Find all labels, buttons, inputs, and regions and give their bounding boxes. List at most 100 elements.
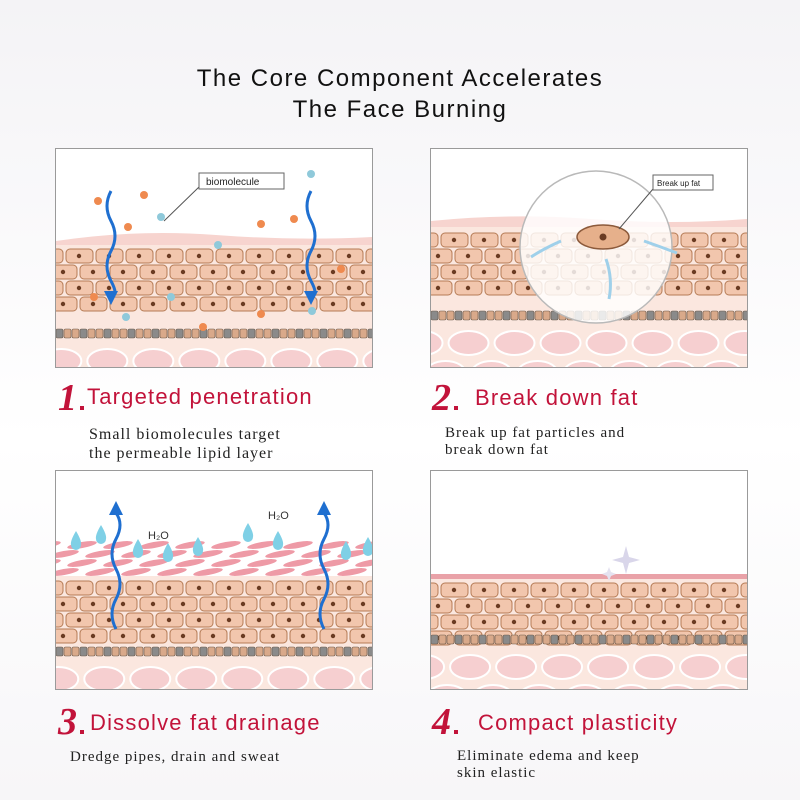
cell-nucleus [76, 253, 82, 259]
cell-nucleus [270, 269, 276, 275]
cell-nucleus [90, 301, 96, 307]
cell-nucleus [346, 253, 352, 259]
cell-nucleus [256, 617, 262, 623]
step-heading-3: Dissolve fat drainage [90, 710, 321, 735]
cell-nucleus [465, 603, 471, 609]
step-desc-3: Dredge pipes, drain and sweat [70, 749, 281, 765]
scale-cell [301, 550, 331, 558]
skin-cell [431, 614, 439, 630]
basal-cell [462, 310, 471, 321]
basal-cell [71, 328, 80, 339]
basal-cell [183, 328, 192, 339]
step-number-3: 3 [58, 703, 84, 741]
basal-cell [191, 646, 200, 657]
basal-cell [303, 328, 312, 339]
cell-nucleus [675, 603, 681, 609]
cell-nucleus [240, 633, 246, 639]
fat-tissue [56, 348, 83, 367]
basal-cell [646, 310, 655, 321]
basal-cell [494, 634, 503, 645]
basal-cell [327, 328, 336, 339]
fat-tissue [725, 654, 747, 680]
basal-cell [255, 328, 264, 339]
water-droplet-icon [242, 523, 254, 542]
cell-nucleus [270, 301, 276, 307]
scale-cell [265, 568, 295, 576]
fat-tissue [431, 684, 464, 689]
cell-nucleus [196, 585, 202, 591]
cell-nucleus [451, 619, 457, 625]
basal-cell [446, 310, 455, 321]
fat-tissue [585, 330, 628, 356]
skin-cell [431, 280, 453, 296]
basal-cell [622, 634, 631, 645]
basal-cell [271, 646, 280, 657]
basal-cell [726, 310, 735, 321]
fat-tissue [221, 666, 264, 689]
basal-cell [87, 646, 96, 657]
cell-nucleus [481, 269, 487, 275]
cell-nucleus [60, 601, 66, 607]
cell-nucleus [555, 603, 561, 609]
basal-cell [71, 646, 80, 657]
basal-cell [263, 646, 272, 657]
fat-tissue [706, 684, 740, 689]
cell-nucleus [120, 633, 126, 639]
cell-nucleus [525, 285, 531, 291]
scale-cell [283, 541, 313, 549]
basal-cell [127, 646, 136, 657]
basal-cell [295, 328, 304, 339]
cell-nucleus [705, 253, 711, 259]
cell-nucleus [300, 269, 306, 275]
basal-cell [231, 646, 240, 657]
cell-nucleus [691, 587, 697, 593]
basal-cell [287, 328, 296, 339]
cell-nucleus [721, 619, 727, 625]
cell-nucleus [76, 585, 82, 591]
skin-cell [56, 580, 64, 596]
skin-cell [56, 280, 64, 296]
basal-cell [654, 310, 663, 321]
magnifier-circle-icon [519, 170, 678, 324]
basal-cell [534, 634, 543, 645]
cell-nucleus [300, 301, 306, 307]
fat-tissue [660, 684, 694, 689]
cell-nucleus [180, 269, 186, 275]
basal-cell [79, 328, 88, 339]
cell-nucleus [196, 253, 202, 259]
cell-nucleus [180, 633, 186, 639]
basal-cell [438, 310, 447, 321]
cell-nucleus [136, 285, 142, 291]
basal-cell [526, 310, 535, 321]
scale-cell [193, 568, 223, 576]
basal-cell [223, 646, 232, 657]
basal-cell [215, 328, 224, 339]
fat-tissue [495, 654, 538, 680]
fat-tissue [449, 654, 492, 680]
fat-tissue [56, 666, 80, 689]
cell-nucleus [346, 585, 352, 591]
basal-cell [159, 328, 168, 339]
basal-cell [327, 646, 336, 657]
cell-nucleus [601, 619, 607, 625]
basal-cell [742, 310, 747, 321]
cell-nucleus [120, 301, 126, 307]
cell-nucleus [571, 619, 577, 625]
cell-nucleus [136, 617, 142, 623]
cell-nucleus [180, 301, 186, 307]
basal-cell [710, 310, 719, 321]
biomolecule-label: biomolecule [206, 177, 260, 188]
cell-nucleus [210, 301, 216, 307]
fat-tissue [313, 666, 356, 689]
cell-nucleus [735, 253, 741, 259]
fat-tissue [431, 331, 444, 355]
skin-layers-illustration [431, 471, 747, 689]
basal-cell [199, 646, 208, 657]
fat-tissue [476, 684, 510, 689]
cell-nucleus [240, 601, 246, 607]
basal-cell [478, 634, 487, 645]
fat-tissue [86, 348, 129, 367]
fat-tissue [270, 348, 313, 367]
cell-nucleus [511, 269, 517, 275]
basal-cell [231, 328, 240, 339]
